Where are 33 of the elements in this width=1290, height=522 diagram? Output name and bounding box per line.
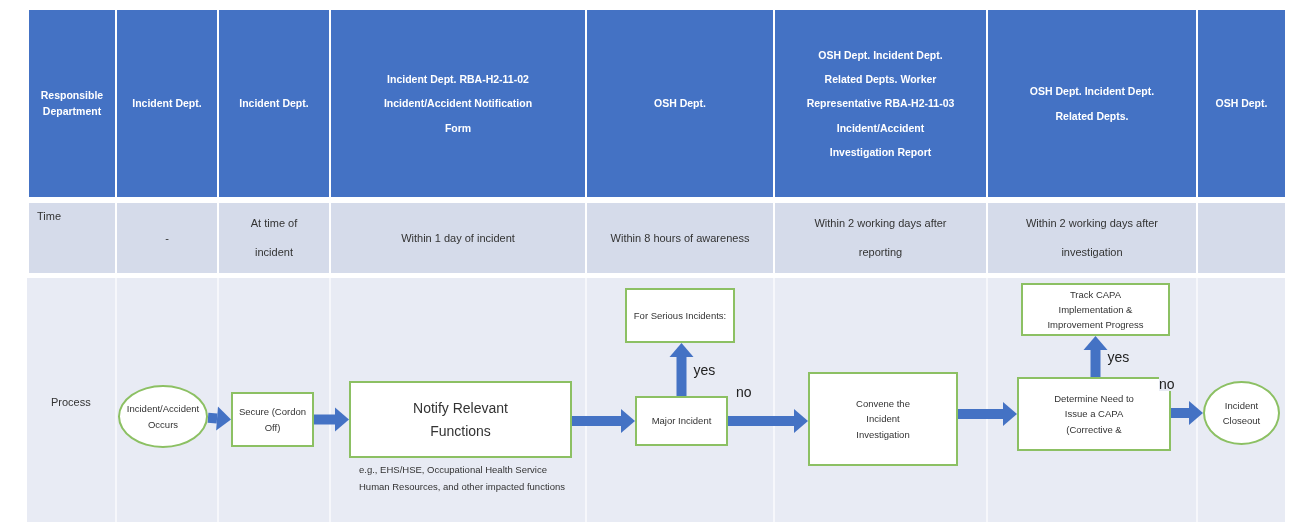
process-box bbox=[1021, 283, 1170, 336]
row-header: Responsible Department bbox=[29, 10, 115, 197]
time-cell: Within 1 day of incident bbox=[331, 203, 585, 273]
time-cell: Within 2 working days after investigation bbox=[988, 203, 1196, 273]
column-header: Incident Dept. RBA-H2-11-02 Incident/Accident Notification Form bbox=[331, 10, 585, 197]
node-text: Incident/Accident Occurs bbox=[125, 402, 201, 432]
node-text: Determine Need to Issue a CAPA (Corrective & bbox=[1053, 392, 1135, 437]
node-text: Incident Closeout bbox=[1221, 398, 1262, 428]
node-text: Track CAPA Implementation & Improvement Progress bbox=[1046, 287, 1145, 333]
edge-label: no bbox=[1159, 377, 1175, 391]
process-box bbox=[625, 288, 735, 343]
node-text: Convene the Incident Investigation bbox=[855, 397, 911, 442]
process-box bbox=[808, 372, 958, 466]
note-text: e.g., EHS/HSE, Occupational Health Service Human Resources, and other impacted functions bbox=[359, 463, 566, 494]
time-cell: - bbox=[117, 203, 217, 273]
node-text: Secure (Cordon Off) bbox=[237, 405, 308, 435]
process-box bbox=[635, 396, 728, 446]
column-header: OSH Dept. bbox=[587, 10, 773, 197]
column-header: OSH Dept. bbox=[1198, 10, 1285, 197]
time-cell: Within 8 hours of awareness bbox=[587, 203, 773, 273]
column-header: OSH Dept. Incident Dept. Related Depts. bbox=[988, 10, 1196, 197]
time-cell: At time of incident bbox=[219, 203, 329, 273]
column-header: Incident Dept. bbox=[219, 10, 329, 197]
row-header: Process bbox=[50, 396, 92, 410]
column-header: OSH Dept. Incident Dept. Related Depts. Worker Representative RBA-H2-11-03 Incident/Accident Investigation Report bbox=[775, 10, 986, 197]
row-header: Time bbox=[29, 203, 115, 273]
node-text: Major Incident bbox=[651, 414, 712, 429]
node-text: For Serious Incidents: bbox=[633, 308, 727, 323]
process-box bbox=[349, 381, 572, 458]
node-text: Notify Relevant Functions bbox=[412, 399, 509, 441]
process-box bbox=[231, 392, 314, 447]
column-header: Incident Dept. bbox=[117, 10, 217, 197]
time-cell: Within 2 working days after reporting bbox=[775, 203, 986, 273]
